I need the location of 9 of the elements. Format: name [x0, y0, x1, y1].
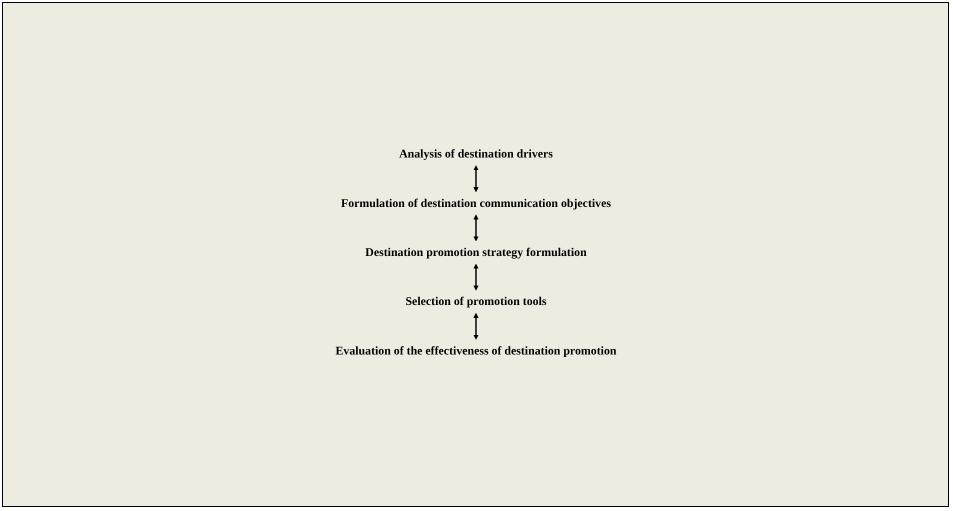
node-text: Selection of promotion tools [404, 294, 546, 308]
node-text: Evaluation of the effectiveness of destination promotion [335, 344, 616, 357]
arrow [472, 263, 478, 290]
node-text: Formulation of destination communication objectives [340, 196, 611, 210]
node-text: Analysis of destination drivers [398, 147, 552, 160]
arrow [472, 312, 478, 340]
arrow [472, 164, 478, 192]
arrow [472, 214, 478, 241]
node-text: Destination promotion strategy formulation [364, 245, 586, 259]
